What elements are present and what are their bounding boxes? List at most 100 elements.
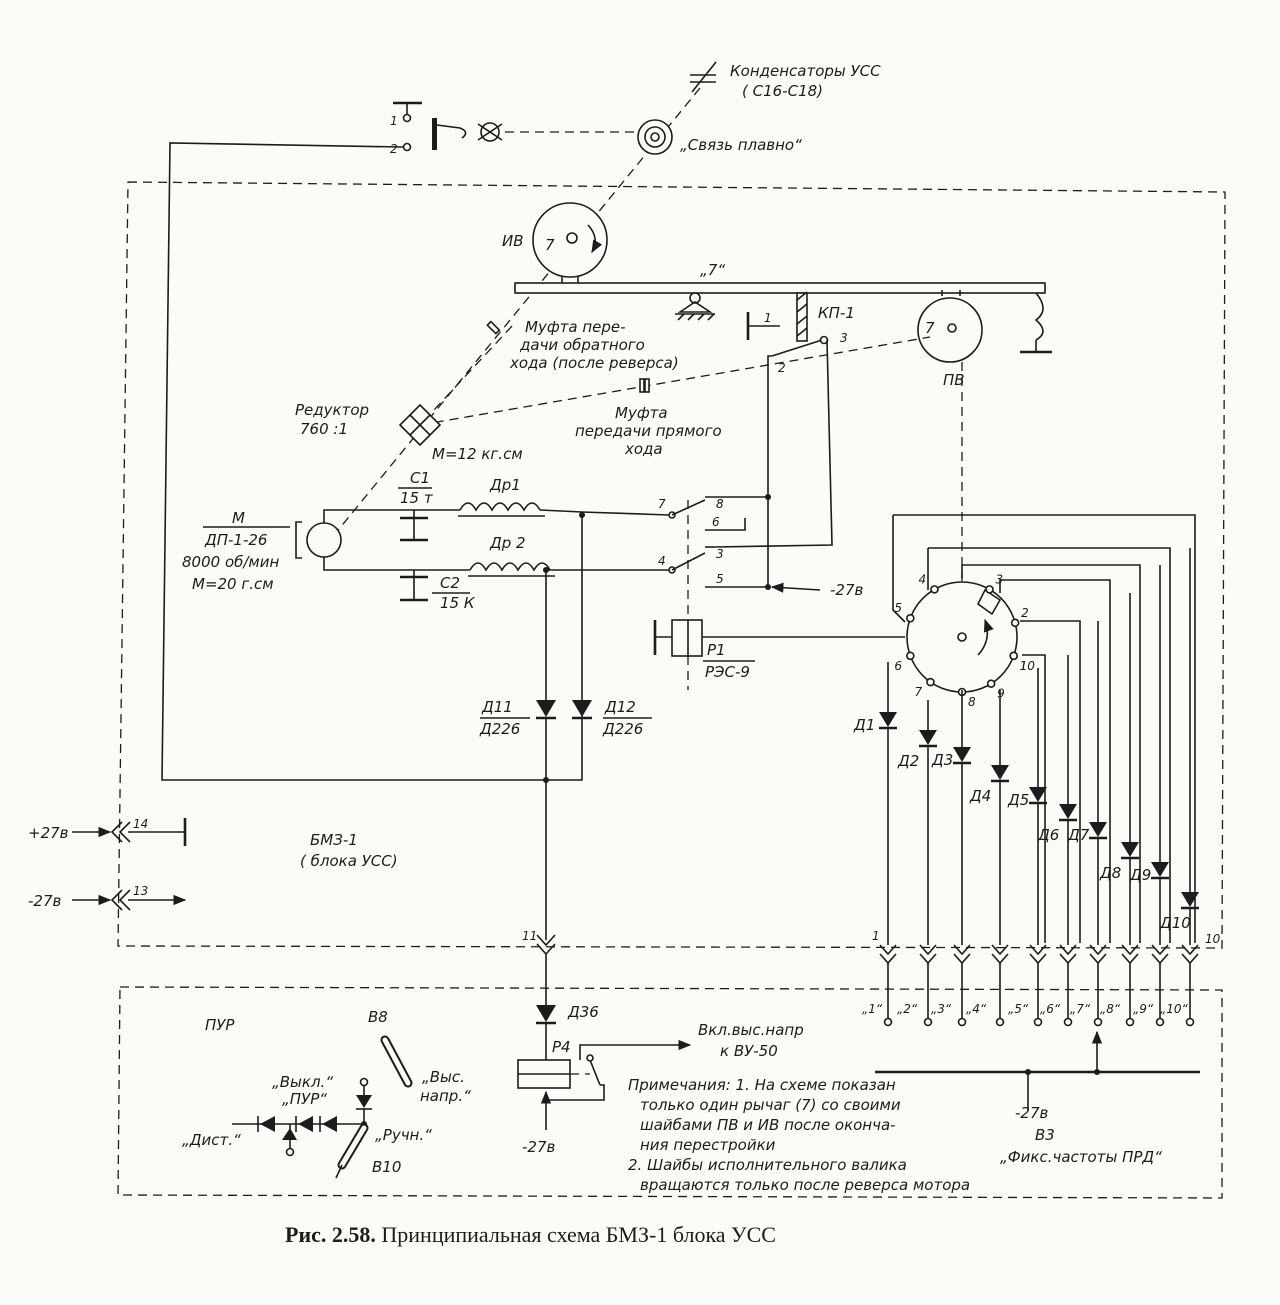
wafer-contact-label-9: 9 (997, 687, 1005, 701)
pv-label: ПВ (943, 371, 965, 389)
motor-bottom-wire (323, 557, 470, 571)
dist-label: „Дист.“ (182, 1131, 241, 1149)
b10-label: В10 (372, 1158, 401, 1176)
reducer-ratio: 760 :1 (300, 420, 348, 438)
reducer-torque: М=12 кг.см (432, 445, 523, 463)
diode-d11: Д11 Д226 (479, 570, 556, 940)
bmz1-sublabel: ( блока УСС) (300, 852, 398, 870)
motor-type: ДП-1-26 (204, 531, 267, 549)
diode-label-10: Д10 (1159, 914, 1191, 932)
wafer-contact-label-5: 5 (894, 601, 902, 615)
connector-11: 11 (522, 929, 556, 1005)
pos-8: „8“ (1100, 1002, 1121, 1016)
contact-3: 3 (716, 547, 724, 561)
pos-9: „9“ (1133, 1002, 1154, 1016)
contact-7: 7 (658, 497, 666, 511)
pos-7: „7“ (1070, 1002, 1091, 1016)
diode-label-4: Д4 (969, 787, 991, 805)
pur-quote-label: „ПУР“ (282, 1090, 327, 1108)
c2-label: С2 (440, 574, 460, 592)
diode-label-3: Д3 (931, 751, 953, 769)
smooth-link-knob: „Связь плавно“ (637, 119, 802, 155)
choke-dr2: Др 2 (468, 534, 555, 577)
p4-label: Р4 (552, 1038, 571, 1056)
relay-contacts: 7 8 6 4 3 5 -27в (658, 494, 863, 599)
diode-1 (879, 662, 897, 1027)
wafer-contact-label-7: 7 (914, 685, 922, 699)
wafer-contact-label-3: 3 (996, 572, 1004, 586)
caption-text: Принципиальная схема БМЗ-1 блока УСС (376, 1222, 776, 1247)
kp1-pin-2: 2 (778, 361, 786, 375)
capacitors-uss: Конденсаторы УСС ( С16-С18) (690, 61, 881, 100)
forward-clutch-label-2: передачи прямого (575, 422, 722, 440)
hv-label-2: к ВУ-50 (720, 1042, 778, 1060)
pv-number: 7 (925, 319, 935, 337)
note-line-1: Примечания: 1. На схеме показан (628, 1076, 896, 1094)
wafer-contact-2 (1010, 618, 1020, 628)
wafer-contact-label-4: 4 (919, 572, 927, 586)
diode-6 (1059, 655, 1077, 1027)
forward-clutch-label-3: хода (624, 440, 663, 458)
diode-5 (1029, 668, 1047, 1027)
pin-10: 10 (1205, 932, 1221, 946)
diode-label-1: Д1 (853, 716, 875, 734)
p1-type: РЭС-9 (705, 663, 750, 681)
diode-label-2: Д2 (897, 752, 919, 770)
pos-5: „5“ (1008, 1002, 1029, 1016)
capacitor-c2: С2 15 К (400, 570, 476, 612)
iv-number: 7 (545, 236, 555, 254)
wafer-contact-4 (930, 585, 939, 594)
reverse-clutch-label-2: дачи обратного (519, 336, 645, 354)
vys-label-2: напр.“ (420, 1087, 471, 1105)
notes: Примечания: 1. На схеме показан только о… (628, 1076, 970, 1194)
motor-top-wire (323, 509, 460, 523)
capacitors-range-label: ( С16-С18) (742, 82, 823, 100)
switch-b10: „Выкл.“ „ПУР“ „Дист.“ „Ручн.“ В10 (182, 1073, 432, 1179)
motor-speed: 8000 об/мин (182, 553, 279, 571)
motor-label: М (232, 509, 245, 527)
contact-6: 6 (712, 515, 720, 529)
ruchn-label: „Ручн.“ (375, 1126, 432, 1144)
wafer-contact-label-1: 1 (1020, 659, 1028, 673)
pur-label: ПУР (205, 1016, 235, 1034)
c2-value: 15 К (440, 594, 476, 612)
smooth-link-label: „Связь плавно“ (680, 136, 802, 154)
hv-label-1: Вкл.выс.напр (698, 1021, 804, 1039)
wafer-contact-9 (986, 679, 996, 688)
switch-pin-1: 1 (390, 114, 398, 128)
wafer-contact-3 (985, 585, 994, 594)
wafer-contact-label-10: 10 (1020, 659, 1036, 673)
minus27-input-label: -27в (28, 892, 61, 910)
motor-m: М ДП-1-26 8000 об/мин М=20 г.см (182, 509, 342, 593)
reverse-clutch-label-1: Муфта пере- (525, 318, 626, 336)
note-line-3: шайбами ПВ и ИВ после оконча- (640, 1116, 896, 1134)
d12-label: Д12 (604, 698, 636, 716)
lever-7: „7“ (514, 261, 1052, 354)
figure-caption: Рис. 2.58. Принципиальная схема БМЗ-1 бл… (285, 1222, 776, 1247)
left-loop-wire (161, 142, 583, 781)
caption-number: Рис. 2.58. (285, 1222, 376, 1247)
capacitor-c1: С1 15 т (398, 469, 434, 542)
pin-11: 11 (522, 929, 537, 943)
position-labels: „1“ „2“ „3“ „4“ „5“ „6“ „7“ „8“ „9“ „10“ (862, 1002, 1188, 1016)
pos-3: „3“ (931, 1002, 952, 1016)
wafer-contact-label-2: 2 (1021, 606, 1029, 620)
pos-6: „6“ (1040, 1002, 1061, 1016)
diode-label-7: Д7 (1067, 826, 1090, 844)
choke-dr1: Др1 (458, 476, 583, 517)
p4-minus27: -27в (522, 1138, 555, 1156)
capacitors-label: Конденсаторы УСС (730, 62, 881, 80)
forward-clutch-label-1: Муфта (615, 404, 668, 422)
d11-type: Д226 (479, 720, 520, 738)
b3-minus27: -27в (1015, 1104, 1048, 1122)
diode-7 (1089, 621, 1107, 1027)
diode-label-6: Д6 (1037, 826, 1059, 844)
reducer-label: Редуктор (295, 401, 369, 419)
wafer-contact-10 (1009, 651, 1018, 661)
note-line-5: 2. Шайбы исполнительного валика (628, 1156, 907, 1174)
pos-10: „10“ (1160, 1002, 1188, 1016)
wafer-switch (892, 514, 1196, 943)
note-line-4: ния перестройки (640, 1136, 776, 1154)
note-line-6: вращаются только после реверса мотора (640, 1176, 970, 1194)
plus27-input: +27в 14 (28, 817, 187, 846)
